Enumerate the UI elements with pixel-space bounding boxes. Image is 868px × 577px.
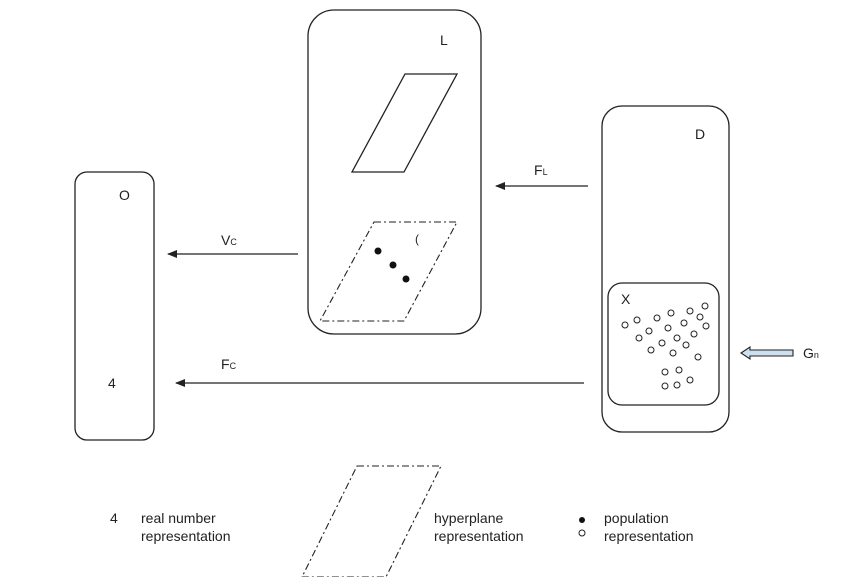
- box-d: D X: [601, 105, 730, 433]
- legend-symbols: 4: [110, 465, 586, 577]
- box-x: [607, 282, 720, 406]
- arrow-fl-label: FL: [534, 162, 548, 178]
- legend-real-number: real number representation: [141, 509, 231, 545]
- legend-hyperplane-icon: [301, 465, 442, 577]
- box-l-point-label: (: [415, 232, 419, 246]
- box-x-label: X: [621, 291, 631, 307]
- box-l-label: L: [440, 32, 448, 48]
- population-point: [389, 261, 397, 269]
- arrow-gn-label: Gn: [803, 345, 819, 361]
- arrow-gn: Gn: [740, 345, 819, 361]
- legend-hyperplane: hyperplane representation: [434, 509, 524, 545]
- legend-population-hollow-dot: [578, 529, 586, 537]
- arrow-vc-label: VC: [221, 232, 237, 248]
- box-o-value: 4: [108, 375, 116, 391]
- box-d-label: D: [695, 126, 705, 142]
- block-arrow-icon: [740, 345, 794, 361]
- solid-hyperplane: [350, 73, 459, 173]
- legend-real-number-line2: representation: [141, 528, 231, 544]
- population-cloud: [621, 302, 710, 390]
- population-point: [402, 275, 410, 283]
- dashed-hyperplane: [319, 221, 458, 322]
- arrow-fc: FC: [175, 356, 584, 387]
- arrow-vc: VC: [167, 232, 298, 258]
- legend-population: population representation: [604, 509, 694, 545]
- arrow-fl: FL: [495, 162, 588, 190]
- legend-population-line2: representation: [604, 528, 694, 544]
- arrow-fc-label: FC: [221, 356, 237, 372]
- box-o-label: O: [119, 187, 130, 203]
- legend-real-number-symbol: 4: [110, 510, 118, 526]
- legend-real-number-line1: real number: [141, 510, 216, 526]
- legend-hyperplane-line2: representation: [434, 528, 524, 544]
- legend-population-solid-dot: [579, 517, 585, 523]
- legend-population-line1: population: [604, 510, 669, 526]
- legend-hyperplane-line1: hyperplane: [434, 510, 504, 526]
- population-point: [374, 247, 382, 255]
- box-l: L (: [307, 9, 482, 335]
- box-o: O 4: [74, 171, 155, 441]
